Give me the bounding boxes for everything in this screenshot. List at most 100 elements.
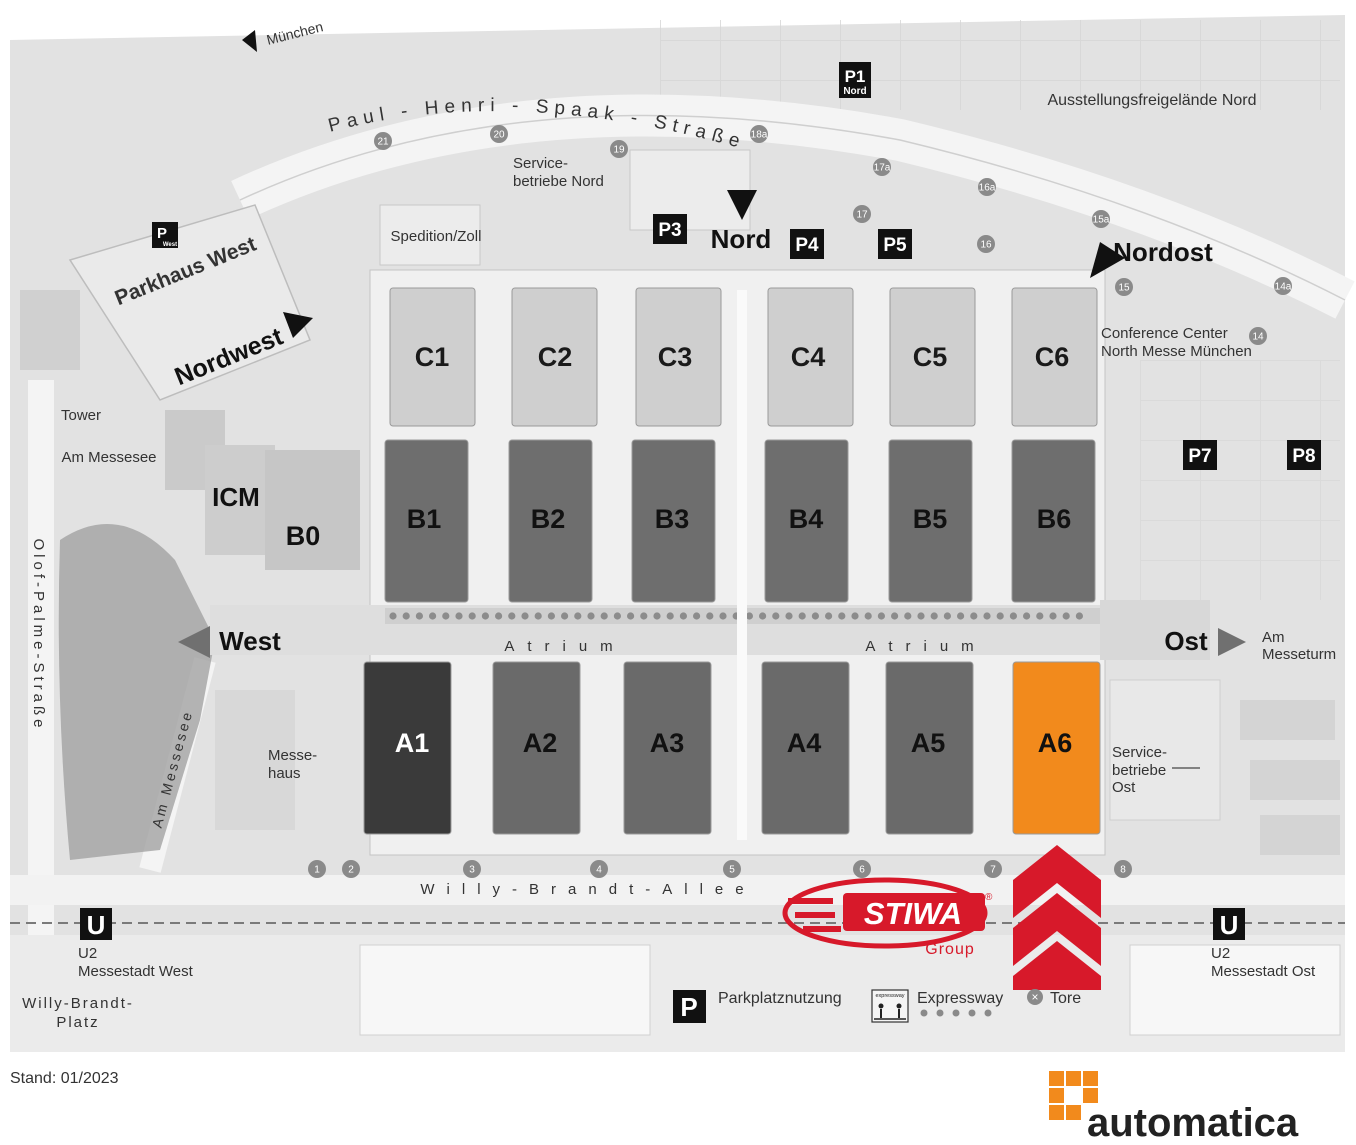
hall-a1-label[interactable]: A1	[395, 728, 430, 758]
hall-b3-label[interactable]: B3	[655, 504, 690, 534]
stiwa-logo[interactable]: STIWA ® Group	[782, 877, 993, 958]
gate-5[interactable]: 5	[723, 860, 741, 878]
parkhaus-west-parking-icon[interactable]: P West	[152, 222, 178, 248]
gate-3[interactable]: 3	[463, 860, 481, 878]
gate-8[interactable]: 8	[1114, 860, 1132, 878]
hall-a3-label[interactable]: A3	[650, 728, 685, 758]
hall-b2-label[interactable]: B2	[531, 504, 566, 534]
stiwa-reg: ®	[985, 892, 993, 903]
hall-a1[interactable]	[363, 661, 452, 835]
gate-6[interactable]: 6	[853, 860, 871, 878]
nordost-entrance-arrow-icon	[1090, 242, 1125, 278]
svg-text:17a: 17a	[874, 163, 891, 174]
hall-a4[interactable]	[761, 661, 850, 835]
hall-c6[interactable]	[1011, 287, 1098, 427]
hall-c5[interactable]	[889, 287, 976, 427]
gate-14a[interactable]: 14a	[1274, 277, 1292, 295]
gate-18a[interactable]: 18a	[750, 125, 768, 143]
atrium-dot	[1062, 612, 1070, 620]
hall-c5-label[interactable]: C5	[913, 342, 948, 372]
servicebetriebe-nord-label-2: betriebe Nord	[513, 173, 604, 190]
gate-16a[interactable]: 16a	[978, 178, 996, 196]
gate-17[interactable]: 17	[853, 205, 871, 223]
hall-b6[interactable]	[1011, 439, 1096, 603]
entrance-nordost[interactable]: Nordost	[1113, 237, 1213, 267]
hall-b3[interactable]	[631, 439, 716, 603]
hall-c3[interactable]	[635, 287, 722, 427]
hall-a5-label[interactable]: A5	[911, 728, 946, 758]
atrium-dot	[402, 612, 410, 620]
legend-tore-label: Tore	[1050, 990, 1081, 1007]
parking-p7[interactable]: P7	[1183, 440, 1217, 470]
gate-20[interactable]: 20	[490, 125, 508, 143]
parking-p3[interactable]: P3	[653, 214, 687, 244]
atrium-dot	[811, 612, 820, 620]
gate-15a[interactable]: 15a	[1092, 210, 1110, 228]
hall-a6-label[interactable]: A6	[1038, 728, 1073, 758]
hall-b2[interactable]	[508, 439, 593, 603]
stand-date: Stand: 01/2023	[10, 1070, 119, 1087]
hall-a5[interactable]	[885, 661, 974, 835]
hall-b6-label[interactable]: B6	[1037, 504, 1072, 534]
hall-b5[interactable]	[888, 439, 973, 603]
hall-a3[interactable]	[623, 661, 712, 835]
hall-c4-label[interactable]: C4	[791, 342, 826, 372]
hall-b1[interactable]	[384, 439, 469, 603]
parking-p8[interactable]: P8	[1287, 440, 1321, 470]
hall-a4-label[interactable]: A4	[787, 728, 822, 758]
atrium-dot	[706, 612, 714, 620]
svg-text:P1: P1	[845, 67, 866, 86]
lake-messesee	[58, 524, 215, 860]
willy-brandt-platz-label-2: Platz	[56, 1014, 99, 1031]
hall-b1-label[interactable]: B1	[407, 504, 442, 534]
parking-p1[interactable]: P1 Nord	[839, 62, 871, 98]
nordwest-entrance-arrow-icon	[283, 312, 313, 338]
parking-p5[interactable]: P5	[878, 229, 912, 259]
gate-1[interactable]: 1	[308, 860, 326, 878]
entrance-nord[interactable]: Nord	[711, 224, 772, 254]
atrium-dot	[508, 612, 516, 620]
gate-15[interactable]: 15	[1115, 278, 1133, 296]
svg-text:P7: P7	[1188, 446, 1211, 467]
hall-a6[interactable]	[1012, 661, 1101, 835]
hall-b5-label[interactable]: B5	[913, 504, 948, 534]
atrium-dot	[957, 612, 965, 620]
atrium-dot	[943, 612, 952, 620]
automatica-wordmark: automatica	[1087, 1101, 1299, 1145]
atrium-dot	[587, 612, 595, 620]
parking-p4[interactable]: P4	[790, 229, 824, 259]
hall-a2[interactable]	[492, 661, 581, 835]
automatica-logo-squares	[1049, 1071, 1098, 1120]
ubahn-ost-icon[interactable]: U	[1213, 908, 1245, 940]
entrance-ost[interactable]: Ost	[1164, 626, 1208, 656]
atrium-dot	[481, 612, 489, 620]
ost-entrance-arrow-icon	[1218, 628, 1246, 656]
entrance-west[interactable]: West	[219, 626, 281, 656]
svg-text:15a: 15a	[1093, 215, 1110, 226]
atrium-dot	[389, 612, 397, 620]
hall-b4[interactable]	[764, 439, 849, 603]
gate-21[interactable]: 21	[374, 132, 392, 150]
svg-text:P: P	[680, 992, 697, 1022]
hall-c2-label[interactable]: C2	[538, 342, 573, 372]
gate-17a[interactable]: 17a	[873, 158, 891, 176]
hall-c1[interactable]	[389, 287, 476, 427]
hall-b0-label[interactable]: B0	[286, 521, 321, 551]
hall-c1-label[interactable]: C1	[415, 342, 450, 372]
gate-19[interactable]: 19	[610, 140, 628, 158]
hall-c6-label[interactable]: C6	[1035, 342, 1070, 372]
gate-2[interactable]: 2	[342, 860, 360, 878]
hall-c3-label[interactable]: C3	[658, 342, 693, 372]
gate-16[interactable]: 16	[977, 235, 995, 253]
hall-c2[interactable]	[511, 287, 598, 427]
hall-a2-label[interactable]: A2	[523, 728, 558, 758]
atrium-dot	[640, 612, 648, 620]
icm-label[interactable]: ICM	[212, 482, 260, 512]
automatica-logo[interactable]: automatica	[1049, 1071, 1299, 1145]
hall-c4[interactable]	[767, 287, 854, 427]
gate-14[interactable]: 14	[1249, 327, 1267, 345]
ubahn-west-icon[interactable]: U	[80, 908, 112, 940]
hall-b4-label[interactable]: B4	[789, 504, 824, 534]
gate-7[interactable]: 7	[984, 860, 1002, 878]
gate-4[interactable]: 4	[590, 860, 608, 878]
